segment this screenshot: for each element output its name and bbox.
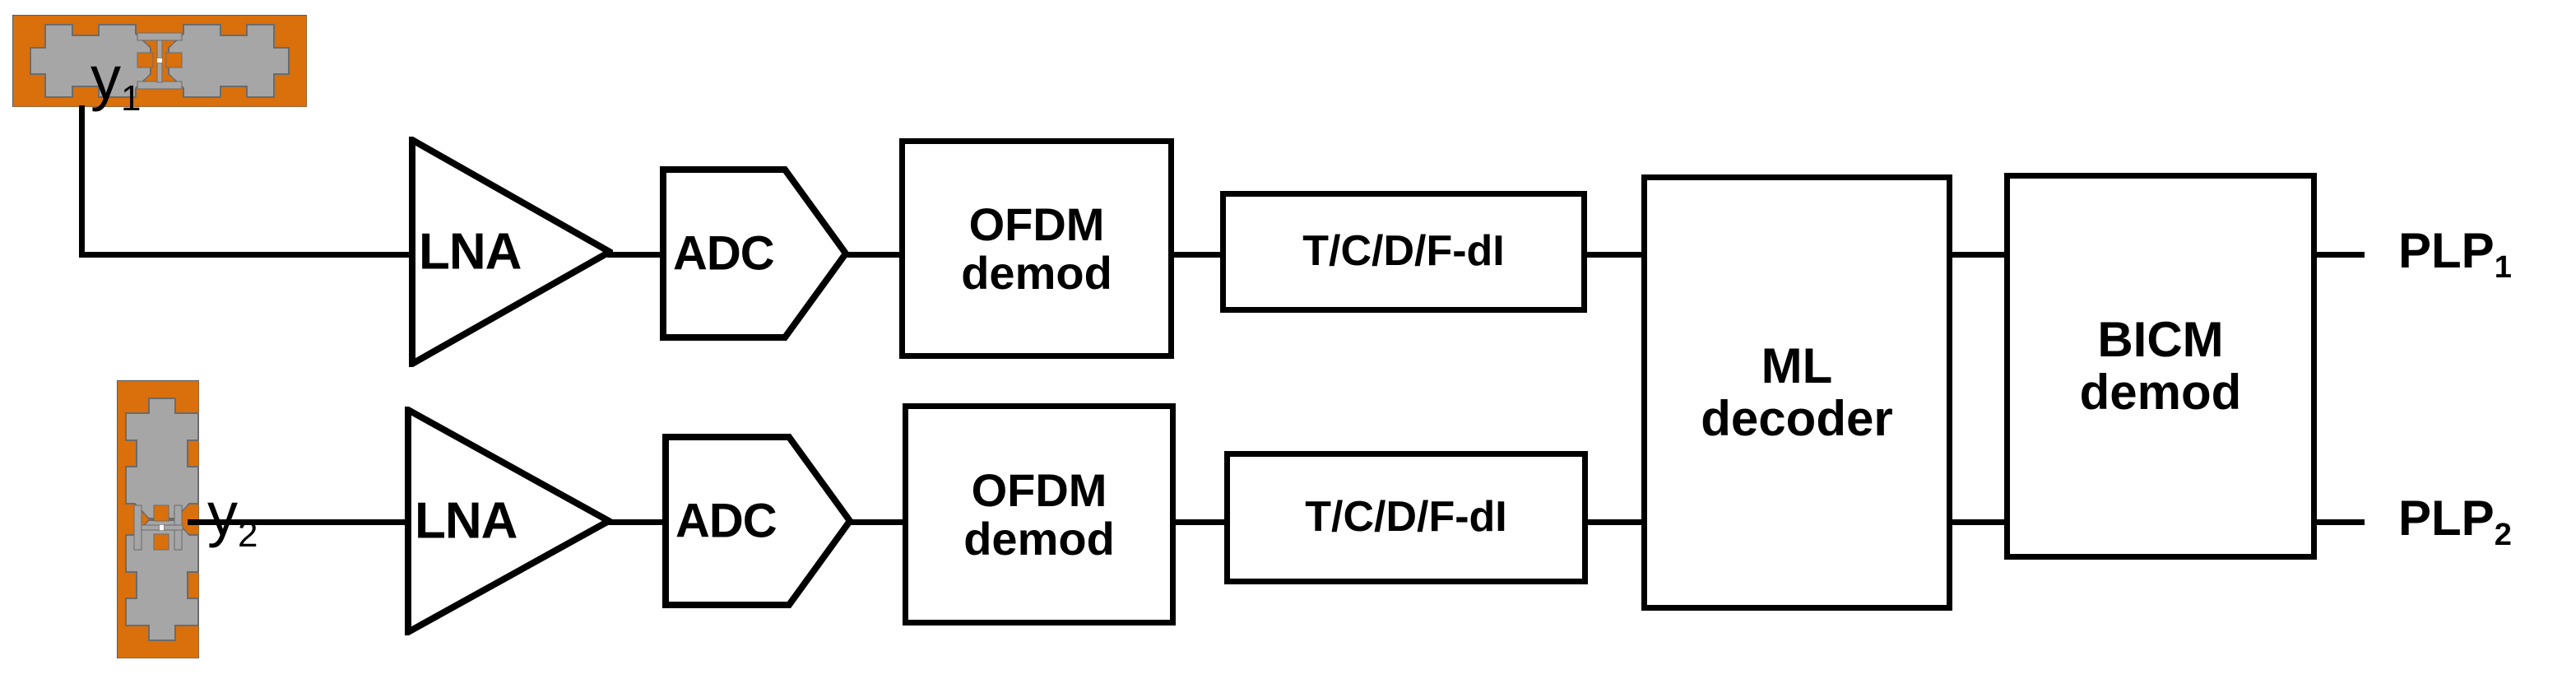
adc-block-2[interactable]: ADC: [662, 434, 853, 608]
adc-1-label: ADC: [673, 226, 775, 281]
lna-block-1[interactable]: LNA: [409, 137, 613, 367]
ml-to-bicm-wire-lower: [1950, 519, 2009, 525]
ofdm-1-line2: demod: [961, 247, 1112, 299]
antenna-2-graphic: [117, 380, 199, 658]
antenna-1-feed-vertical: [79, 132, 85, 255]
deinterleaver-block-2[interactable]: T/C/D/F-dI: [1224, 451, 1588, 584]
output-label-plp1: PLP1: [2398, 223, 2512, 284]
bicm-demod-line1: BICM: [2097, 312, 2224, 368]
signal-y1-subscript: 1: [121, 78, 142, 119]
deinterleaver-2-label: T/C/D/F-dI: [1305, 493, 1507, 542]
lna-1-to-adc-wire: [607, 252, 665, 258]
plp1-base: PLP: [2398, 223, 2495, 278]
ofdm-1-to-deinterleaver-wire: [1172, 252, 1224, 258]
signal-label-y2: y2: [207, 484, 258, 553]
ofdm-demod-block-1[interactable]: OFDM demod: [899, 138, 1174, 359]
bicm-output-wire-plp1: [2315, 252, 2365, 258]
ofdm-2-line2: demod: [963, 513, 1115, 565]
signal-y2-subscript: 2: [238, 514, 258, 555]
signal-y2-base: y: [207, 480, 238, 548]
adc-2-to-ofdm-wire: [847, 519, 907, 525]
adc-block-1[interactable]: ADC: [660, 166, 849, 341]
ml-decoder-line2: decoder: [1701, 391, 1893, 446]
deinterleaver-block-1[interactable]: T/C/D/F-dI: [1220, 191, 1587, 313]
lna-2-to-adc-wire: [607, 519, 666, 525]
plp2-subscript: 2: [2494, 518, 2512, 552]
plp2-base: PLP: [2398, 491, 2495, 546]
ofdm-1-line1: OFDM: [968, 198, 1105, 250]
ml-decoder-block[interactable]: ML decoder: [1641, 174, 1952, 611]
lna-1-label: LNA: [419, 223, 522, 281]
ofdm-2-line1: OFDM: [971, 463, 1107, 516]
lna-2-label: LNA: [415, 492, 518, 550]
lna-block-2[interactable]: LNA: [405, 407, 612, 635]
deinterleaver-1-label: T/C/D/F-dI: [1302, 227, 1505, 276]
ml-decoder-line1: ML: [1761, 338, 1833, 394]
bicm-demod-block[interactable]: BICM demod: [2004, 173, 2317, 560]
antenna-1-to-lna-wire: [79, 252, 415, 258]
deinterleaver-2-to-ml-wire: [1585, 519, 1645, 525]
output-label-plp2: PLP2: [2398, 491, 2512, 551]
antenna-1-graphic: [12, 15, 307, 107]
signal-label-y1: y1: [91, 48, 141, 117]
ofdm-demod-block-2[interactable]: OFDM demod: [903, 403, 1176, 626]
adc-2-label: ADC: [675, 494, 777, 548]
bicm-output-wire-plp2: [2315, 519, 2365, 525]
bicm-demod-line2: demod: [2079, 365, 2242, 420]
ml-to-bicm-wire-upper: [1950, 252, 2009, 258]
signal-y1-base: y: [91, 44, 121, 112]
ofdm-2-to-deinterleaver-wire: [1173, 519, 1228, 525]
deinterleaver-1-to-ml-wire: [1584, 252, 1645, 258]
adc-1-to-ofdm-wire: [842, 252, 904, 258]
antenna-2-to-lna-wire: [188, 519, 411, 525]
plp1-subscript: 1: [2494, 250, 2512, 285]
antenna-1-feed-drop: [79, 105, 85, 132]
